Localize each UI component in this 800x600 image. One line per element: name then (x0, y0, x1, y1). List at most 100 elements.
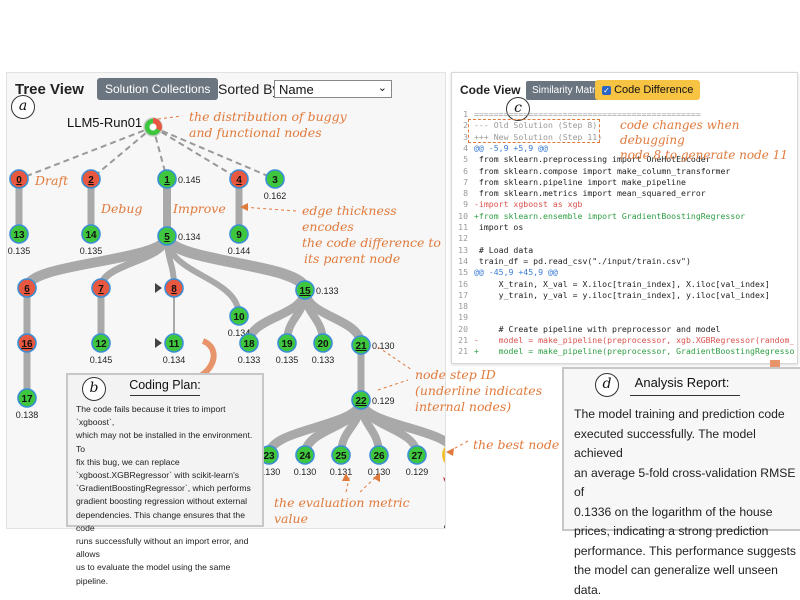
tree-node-12[interactable]: 12 0.145 (90, 333, 113, 365)
line-number: 15 (458, 267, 468, 278)
node-step-id: 23 (263, 451, 275, 462)
tree-node-29[interactable]: 290.131 (444, 502, 445, 528)
node-metric-value: 0.145 (90, 355, 113, 365)
tree-node-18[interactable]: 180.133 (238, 333, 261, 365)
coding-plan-line: dependencies. This change ensures that t… (76, 509, 245, 533)
similarity-matrix-button[interactable]: Similarity Matrix (526, 81, 609, 100)
tree-node-17[interactable]: 170.138 (16, 388, 39, 420)
tree-node-4[interactable]: 4 (229, 169, 249, 189)
tree-node-2[interactable]: 2 (81, 169, 101, 189)
tree-node-27[interactable]: 270.129 (406, 445, 429, 477)
line-number: 14 (458, 255, 468, 266)
code-text: -import xgboost as xgb (474, 199, 583, 210)
coding-plan-line: fix this bug, we can replace (76, 456, 180, 467)
node-step-id: 3 (272, 175, 278, 186)
node-step-id: 0 (16, 175, 22, 186)
tree-node-16[interactable]: 16 (17, 333, 37, 353)
node-metric-value: 0.130 (294, 467, 317, 477)
analysis-report-line: The model training and prediction code (574, 407, 785, 421)
sorted-by-label: Sorted By: (218, 81, 284, 97)
tree-node-19[interactable]: 190.135 (276, 333, 299, 365)
analysis-report-text: The model training and prediction code ex… (574, 405, 796, 600)
node-step-id: 21 (355, 341, 367, 352)
node-metric-value: 0.129 (372, 396, 395, 406)
analysis-report-line: performance. This performance suggests (574, 543, 796, 558)
node-step-id: 11 (169, 339, 180, 350)
coding-plan-line: us to evaluate the model using the same … (76, 562, 231, 586)
node-metric-value: 0.145 (178, 175, 201, 185)
tree-node-3[interactable]: 30.162 (264, 169, 287, 201)
node-metric-value: 0.135 (276, 355, 299, 365)
tree-node-8[interactable]: 8 (155, 278, 184, 298)
node-step-id: 25 (335, 451, 347, 462)
tree-node-0[interactable]: 0 (9, 169, 29, 189)
tree-node-9[interactable]: 90.144 (228, 224, 251, 256)
node-step-id: 16 (21, 339, 33, 350)
root-label: LLM5-Run01 (67, 115, 143, 130)
tree-node-13[interactable]: 130.135 (8, 224, 31, 256)
node-metric-value: 0.134 (178, 232, 201, 242)
code-view-title: Code View (460, 83, 521, 97)
code-line: 5 from sklearn.preprocessing import OneH… (454, 154, 711, 165)
code-line: 8 from sklearn.metrics import mean_squar… (454, 188, 706, 199)
annotation-draft: Draft (35, 173, 69, 188)
node-step-id: 2 (88, 175, 94, 186)
tree-node-14[interactable]: 140.135 (80, 224, 103, 256)
node-step-id: 9 (236, 230, 242, 241)
tree-node-6[interactable]: 6 (17, 278, 37, 298)
code-text: + model = make_pipeline(preprocessor, Gr… (474, 346, 794, 357)
line-number: 7 (463, 176, 468, 187)
tree-node-20[interactable]: 200.133 (312, 333, 335, 365)
annotation-eval-metric: the evaluation metric value (274, 495, 410, 526)
label-d: d (595, 373, 619, 397)
dashed-edge (18, 126, 154, 180)
annotation-step-id: node step ID (underline indicates intern… (415, 367, 543, 414)
tree-node-11[interactable]: 11 0.134 (155, 333, 186, 365)
line-number: 11 (458, 222, 468, 232)
code-diff-view[interactable]: 1=======================================… (454, 109, 794, 361)
node-metric-value: 0.130 (258, 467, 281, 477)
code-difference-toggle[interactable]: ✓ Code Difference (595, 80, 701, 100)
node-step-id: 26 (373, 451, 385, 462)
code-line: 12 (454, 233, 474, 244)
tree-node-10[interactable]: 100.134 (228, 306, 251, 338)
node-metric-value: 0.134 (163, 355, 186, 365)
tree-node-24[interactable]: 24 0.130 (294, 445, 317, 477)
node-step-id: 17 (21, 394, 33, 405)
line-number: 19 (458, 312, 468, 323)
node-step-id: 24 (299, 451, 311, 462)
node-step-id: 22 (355, 396, 367, 407)
code-text: @@ -5,9 +5,9 @@ (474, 142, 548, 153)
tree-node-22[interactable]: 22 0.129 (351, 390, 395, 410)
node-step-id: 7 (98, 284, 104, 295)
tree-node-26[interactable]: 260.130 (368, 445, 391, 477)
node-step-id: 4 (236, 175, 242, 186)
dashed-edge (152, 126, 276, 180)
code-text: --- Old Solution (Step 8) (474, 120, 598, 131)
root-node[interactable] (143, 117, 163, 137)
marker-icon (155, 338, 162, 348)
analysis-report-line: executed successfully. The model achieve… (574, 426, 756, 461)
tree-node-7[interactable]: 7 (91, 278, 111, 298)
node-step-id: 12 (95, 339, 107, 350)
label-c: c (506, 97, 530, 121)
checkbox-icon[interactable]: ✓ (602, 85, 611, 95)
tree-node-28[interactable]: 280.128 (442, 442, 445, 468)
coding-plan-line: `xgboost.XGBRegressor` with scikit-learn… (76, 470, 240, 481)
code-line: 2--- Old Solution (Step 8) (454, 120, 597, 131)
code-line: 13 # Load data (454, 245, 533, 256)
solution-collections-button[interactable]: Solution Collections (97, 78, 219, 100)
tree-node-1[interactable]: 1 0.145 (157, 169, 201, 189)
code-text: from sklearn.compose import make_column_… (474, 165, 731, 176)
line-number: 9 (463, 199, 468, 210)
sort-select-value: Name (279, 82, 314, 97)
node-step-id: 1 (164, 175, 170, 186)
line-number: 16 (458, 278, 468, 289)
code-view-panel: Code View Similarity Matrix ✓ Code Diffe… (451, 72, 798, 364)
sort-select[interactable]: Name ⌄ (274, 80, 392, 98)
tree-node-25[interactable]: 250.131 (330, 445, 353, 477)
node-step-id: 20 (317, 339, 329, 350)
